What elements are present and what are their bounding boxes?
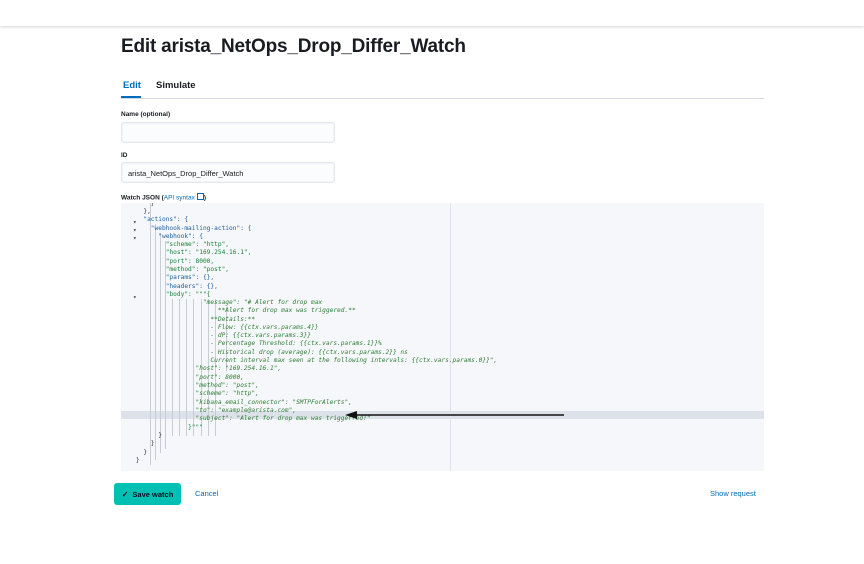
tab-simulate[interactable]: Simulate	[156, 80, 196, 91]
code-line: "to": "example@arista.com",	[121, 407, 297, 414]
code-line: "scheme": "http",	[121, 241, 230, 248]
id-input[interactable]	[122, 164, 334, 183]
annotation-arrow-icon	[345, 411, 564, 419]
code-line: Current interval max seen at the followi…	[121, 357, 498, 364]
indent-guide	[186, 299, 187, 436]
save-watch-label: Save watch	[132, 489, 174, 499]
code-line: "body": """{	[121, 291, 211, 298]
code-line: }	[121, 449, 148, 456]
indent-guide	[226, 307, 227, 371]
indent-guide	[160, 233, 161, 453]
code-line: }"""	[121, 424, 203, 431]
page-title: Edit arista_NetOps_Drop_Differ_Watch	[121, 36, 466, 57]
code-line: }	[121, 457, 140, 464]
external-link-icon	[196, 193, 204, 200]
code-line: "message": "# Alert for drop max	[121, 299, 323, 306]
id-label: ID	[121, 152, 128, 159]
cancel-button[interactable]: Cancel	[195, 489, 219, 498]
indent-guide	[172, 299, 173, 436]
indent-guide	[155, 224, 156, 460]
code-line: "subject": "Alert for drop max was trigg…	[121, 415, 371, 422]
code-line: }	[121, 440, 155, 447]
print-margin	[450, 203, 451, 471]
code-line: "method": "post",	[121, 266, 230, 273]
code-line: "port": 8000,	[121, 258, 215, 265]
fold-arrow-icon[interactable]: ▾	[133, 235, 137, 242]
indent-guide	[150, 203, 151, 465]
code-line: - Historical drop (average): {{ctx.vars.…	[121, 349, 408, 356]
name-input[interactable]	[122, 124, 334, 143]
indent-guide	[215, 299, 216, 436]
watch-json-label-end: )	[203, 194, 206, 202]
code-line: "scheme": "http",	[121, 390, 259, 397]
code-line: "headers": {},	[121, 283, 218, 290]
check-icon: ✓	[121, 489, 129, 499]
code-line: "kibana_email_connector": "SMTPForAlerts…	[121, 399, 352, 406]
fold-arrow-icon[interactable]: ▾	[133, 294, 137, 301]
top-header-bar	[0, 0, 864, 26]
code-line: "webhook-mailing-action": {	[121, 225, 252, 232]
watch-json-label-text: Watch JSON (	[121, 194, 164, 202]
show-request-button[interactable]: Show request	[710, 489, 756, 498]
active-tab-indicator	[121, 96, 141, 98]
code-line: - Percentage Threshold: {{ctx.vars.param…	[121, 340, 382, 347]
indent-guide	[165, 241, 166, 449]
code-line: "method": "post",	[121, 382, 259, 389]
indent-guide	[193, 299, 194, 436]
tabs: Edit Simulate	[121, 79, 764, 99]
indent-guide	[208, 299, 209, 436]
code-line: "port": 8000,	[121, 374, 244, 381]
api-syntax-link[interactable]: API syntax	[163, 194, 195, 202]
indent-guide	[179, 299, 180, 436]
fold-arrow-icon[interactable]: ▾	[133, 219, 137, 226]
code-line: }	[121, 432, 162, 439]
code-line: **Details:**	[121, 316, 256, 323]
code-line: - dP: {{ctx.vars.params.3}}	[121, 332, 311, 339]
code-lines: } }, "actions": { "webhook-mailing-actio…	[121, 203, 497, 471]
id-field-wrapper	[121, 162, 335, 183]
code-line: - Flow: {{ctx.vars.params.4}}	[121, 324, 319, 331]
fold-arrow-icon[interactable]: ▾	[133, 227, 137, 234]
watch-json-label: Watch JSON (API syntax)	[121, 193, 206, 202]
tab-edit[interactable]: Edit	[123, 80, 141, 91]
save-watch-button[interactable]: ✓ Save watch	[114, 483, 181, 505]
name-field-wrapper	[121, 122, 335, 143]
code-line: "actions": {	[121, 216, 189, 223]
indent-guide	[201, 299, 202, 436]
json-code-editor[interactable]: ▾ ▾ ▾ ▾ } }, "actions": { "webhook-maili…	[121, 203, 764, 471]
code-line: **Alert for drop max was triggered.**	[121, 307, 356, 314]
code-line: "webhook": {	[121, 233, 203, 240]
code-line: "params": {},	[121, 274, 215, 281]
name-label: Name (optional)	[121, 111, 171, 118]
code-line: }	[121, 203, 155, 207]
code-line: "host": "169.254.16.1",	[121, 249, 252, 256]
code-line: },	[121, 208, 151, 215]
code-line: "host": "169.254.16.1",	[121, 365, 282, 372]
